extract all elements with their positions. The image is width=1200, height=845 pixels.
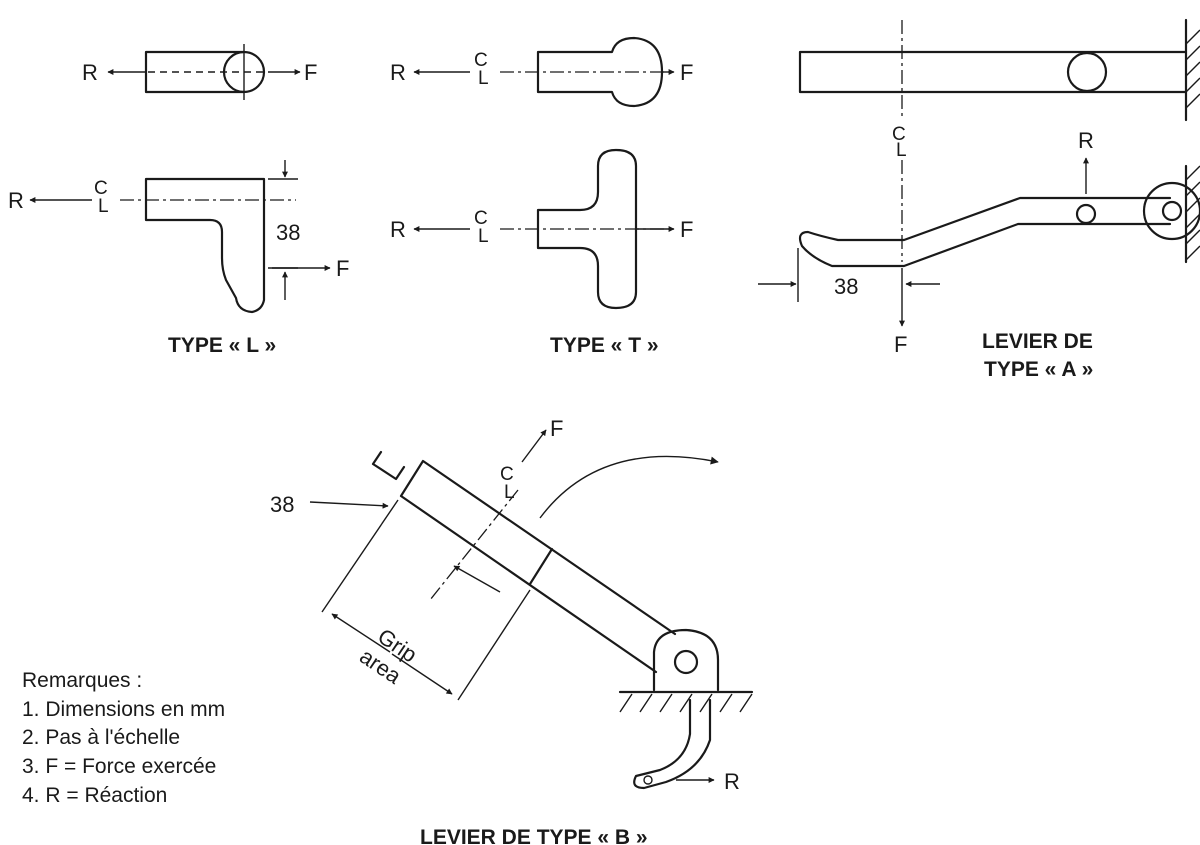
dimension-38: 38 (270, 492, 294, 517)
reaction-label: R (390, 217, 406, 242)
force-label: F (550, 416, 563, 441)
type-l-side-view: R C L 38 F TYPE « L » (8, 160, 349, 357)
force-label: F (680, 60, 693, 85)
centerline-symbol: L (98, 196, 109, 217)
caption-lever-b: LEVIER DE TYPE « B » (420, 826, 648, 845)
remarks-block: Remarques : 1. Dimensions en mm 2. Pas à… (22, 669, 225, 807)
reaction-label: R (1078, 128, 1094, 153)
centerline-symbol: C (474, 208, 488, 229)
centerline-symbol: L (478, 226, 489, 247)
type-t-top-view: R F C L (390, 36, 693, 108)
type-l-top-view: R F (82, 44, 317, 100)
centerline-symbol: C (94, 178, 108, 199)
reaction-label: R (8, 188, 24, 213)
force-label: F (304, 60, 317, 85)
lever-type-b: R C L F 38 Grip area LEVIER DE TYPE « B … (270, 416, 754, 845)
dimension-38: 38 (276, 220, 300, 245)
lever-type-a: C L R F 38 LEVIER DE TYPE « A » (758, 18, 1200, 381)
wall-hatching (1185, 29, 1200, 109)
ground-hatching (619, 693, 753, 713)
centerline-symbol: L (504, 482, 515, 503)
force-arrow (521, 429, 547, 463)
caption-type-t: TYPE « T » (550, 334, 659, 357)
remark-item: 2. Pas à l'échelle (22, 726, 180, 749)
centerline-symbol: L (896, 140, 907, 161)
rotation-arrow (539, 455, 719, 519)
remark-item: 1. Dimensions en mm (22, 698, 225, 721)
force-label: F (680, 217, 693, 242)
reaction-label: R (724, 769, 740, 794)
caption-lever-a-line2: TYPE « A » (984, 358, 1093, 381)
caption-lever-a-line1: LEVIER DE (982, 330, 1093, 353)
remark-item: 3. F = Force exercée (22, 755, 216, 778)
centerline-symbol: L (478, 68, 489, 89)
caption-type-l: TYPE « L » (168, 334, 276, 357)
type-t-side-view: R F C L TYPE « T » (390, 148, 693, 357)
centerline-symbol: C (500, 464, 514, 485)
centerline-symbol: C (892, 124, 906, 145)
reaction-label: R (82, 60, 98, 85)
reaction-label: R (390, 60, 406, 85)
remark-item: 4. R = Réaction (22, 784, 167, 807)
force-label: F (894, 332, 907, 357)
remarks-title: Remarques : (22, 669, 142, 692)
dimension-38: 38 (834, 274, 858, 299)
force-label: F (336, 256, 349, 281)
wall-hatching (1185, 165, 1200, 261)
centerline-symbol: C (474, 50, 488, 71)
